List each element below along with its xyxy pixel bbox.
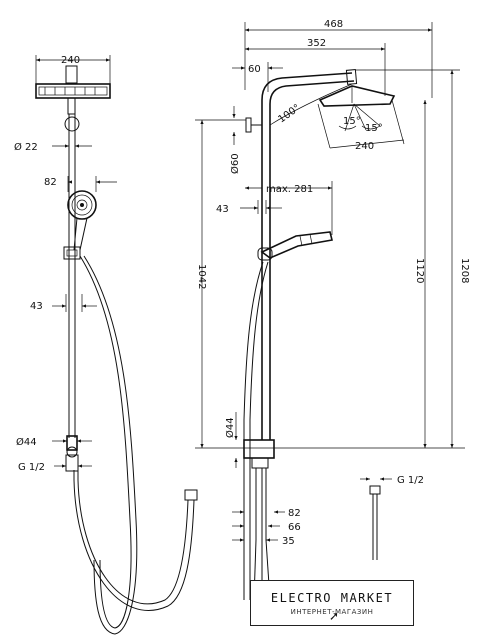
dim-240-head: 240 <box>355 141 374 152</box>
watermark-subtitle: ИНТЕРНЕТ-МАГАЗИН <box>290 608 374 616</box>
dim-43-right: 43 <box>216 204 229 215</box>
slider-holder-left <box>63 246 81 260</box>
hand-shower-side <box>257 231 333 261</box>
dim-1120: 1120 <box>414 258 425 283</box>
dim-82-handshower: 82 <box>44 177 57 188</box>
wall-bracket-side <box>245 117 252 133</box>
dim-1042: 1042 <box>196 264 207 289</box>
left-front-view: 240 Ø 22 82 <box>14 55 198 635</box>
watermark-title: ELECTRO MARKET <box>270 591 394 605</box>
mixer-front-left <box>65 435 79 472</box>
dim-82-bottom: 82 <box>288 508 301 519</box>
dim-diameter-44-left: Ø44 <box>16 436 37 448</box>
angle-100: 100° <box>276 103 302 126</box>
dim-diameter-44-right: Ø44 <box>224 417 236 438</box>
overhead-shower-side <box>317 85 405 149</box>
thread-g12-left: G 1/2 <box>18 462 45 473</box>
dim-60: 60 <box>248 64 261 75</box>
hand-shower-front <box>67 190 97 251</box>
angle-15-b: 15° <box>365 123 383 134</box>
dim-diameter-22: Ø 22 <box>14 141 38 153</box>
dim-43-left: 43 <box>30 301 43 312</box>
right-side-view: 468 352 60 100° 1 <box>195 19 470 601</box>
cursor-arrow-icon: ➚ <box>329 609 340 623</box>
dim-66: 66 <box>288 522 301 533</box>
dim-diameter-60: Ø60 <box>229 153 241 174</box>
overhead-shower-front <box>35 65 111 115</box>
watermark-box: ELECTRO MARKET ИНТЕРНЕТ-МАГАЗИН ➚ <box>250 580 414 626</box>
dim-352: 352 <box>307 38 326 49</box>
angle-15-a: 15° <box>343 116 361 127</box>
mixer-side <box>243 439 275 601</box>
dim-max-281: max. 281 <box>266 184 313 195</box>
dim-468: 468 <box>324 19 343 30</box>
thread-g12-right: G 1/2 <box>397 475 424 486</box>
wall-bracket-circle <box>64 116 80 132</box>
dim-35: 35 <box>282 536 295 547</box>
hose-fitting-detail <box>360 477 392 560</box>
dim-1208: 1208 <box>459 258 470 283</box>
dim-240-top: 240 <box>61 55 80 66</box>
